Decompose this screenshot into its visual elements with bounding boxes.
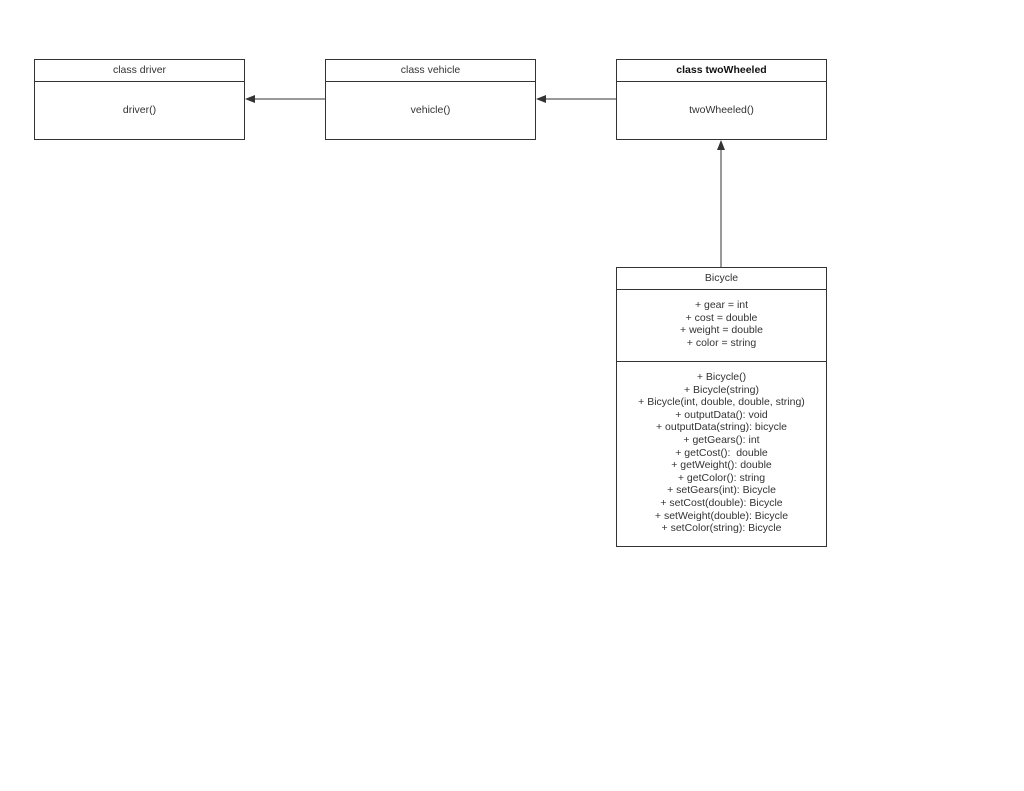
method-get-color: + getColor(): string xyxy=(677,471,766,484)
method-set-weight: + setWeight(double): Bicycle xyxy=(654,509,789,522)
attribute-gear: + gear = int xyxy=(694,299,749,311)
method-vehicle-constructor: vehicle() xyxy=(410,104,451,117)
class-vehicle-methods: vehicle() xyxy=(326,82,535,139)
class-vehicle-box[interactable]: class vehicle vehicle() xyxy=(325,59,536,140)
class-driver-methods: driver() xyxy=(35,82,244,139)
method-output-data-string: + outputData(string): bicycle xyxy=(655,421,788,434)
method-get-cost: + getCost(): double xyxy=(675,446,768,459)
method-driver-constructor: driver() xyxy=(122,104,157,117)
class-bicycle-box[interactable]: Bicycle + gear = int + cost = double + w… xyxy=(616,267,827,547)
class-twowheeled-methods: twoWheeled() xyxy=(617,82,826,139)
class-twowheeled-title: class twoWheeled xyxy=(617,60,826,82)
method-set-cost: + setCost(double): Bicycle xyxy=(660,496,783,509)
method-bicycle-full-constructor: + Bicycle(int, double, double, string) xyxy=(638,396,805,409)
attribute-cost: + cost = double xyxy=(685,311,758,324)
method-get-gears: + getGears(): int xyxy=(683,433,760,446)
method-output-data: + outputData(): void xyxy=(675,408,768,421)
method-set-color: + setColor(string): Bicycle xyxy=(661,522,782,535)
method-set-gears: + setGears(int): Bicycle xyxy=(667,484,776,497)
class-vehicle-title: class vehicle xyxy=(326,60,535,82)
attribute-color: + color = string xyxy=(686,336,757,349)
method-twowheeled-constructor: twoWheeled() xyxy=(689,104,754,117)
class-bicycle-methods: + Bicycle() + Bicycle(string) + Bicycle(… xyxy=(617,362,826,535)
method-bicycle-string-constructor: + Bicycle(string) xyxy=(684,383,759,396)
attribute-weight: + weight = double xyxy=(680,324,763,337)
method-bicycle-default-constructor: + Bicycle() xyxy=(696,371,747,383)
method-get-weight: + getWeight(): double xyxy=(671,459,772,472)
class-driver-box[interactable]: class driver driver() xyxy=(34,59,245,140)
class-bicycle-title: Bicycle xyxy=(617,268,826,290)
class-twowheeled-box[interactable]: class twoWheeled twoWheeled() xyxy=(616,59,827,140)
class-bicycle-attributes: + gear = int + cost = double + weight = … xyxy=(617,290,826,362)
class-driver-title: class driver xyxy=(35,60,244,82)
